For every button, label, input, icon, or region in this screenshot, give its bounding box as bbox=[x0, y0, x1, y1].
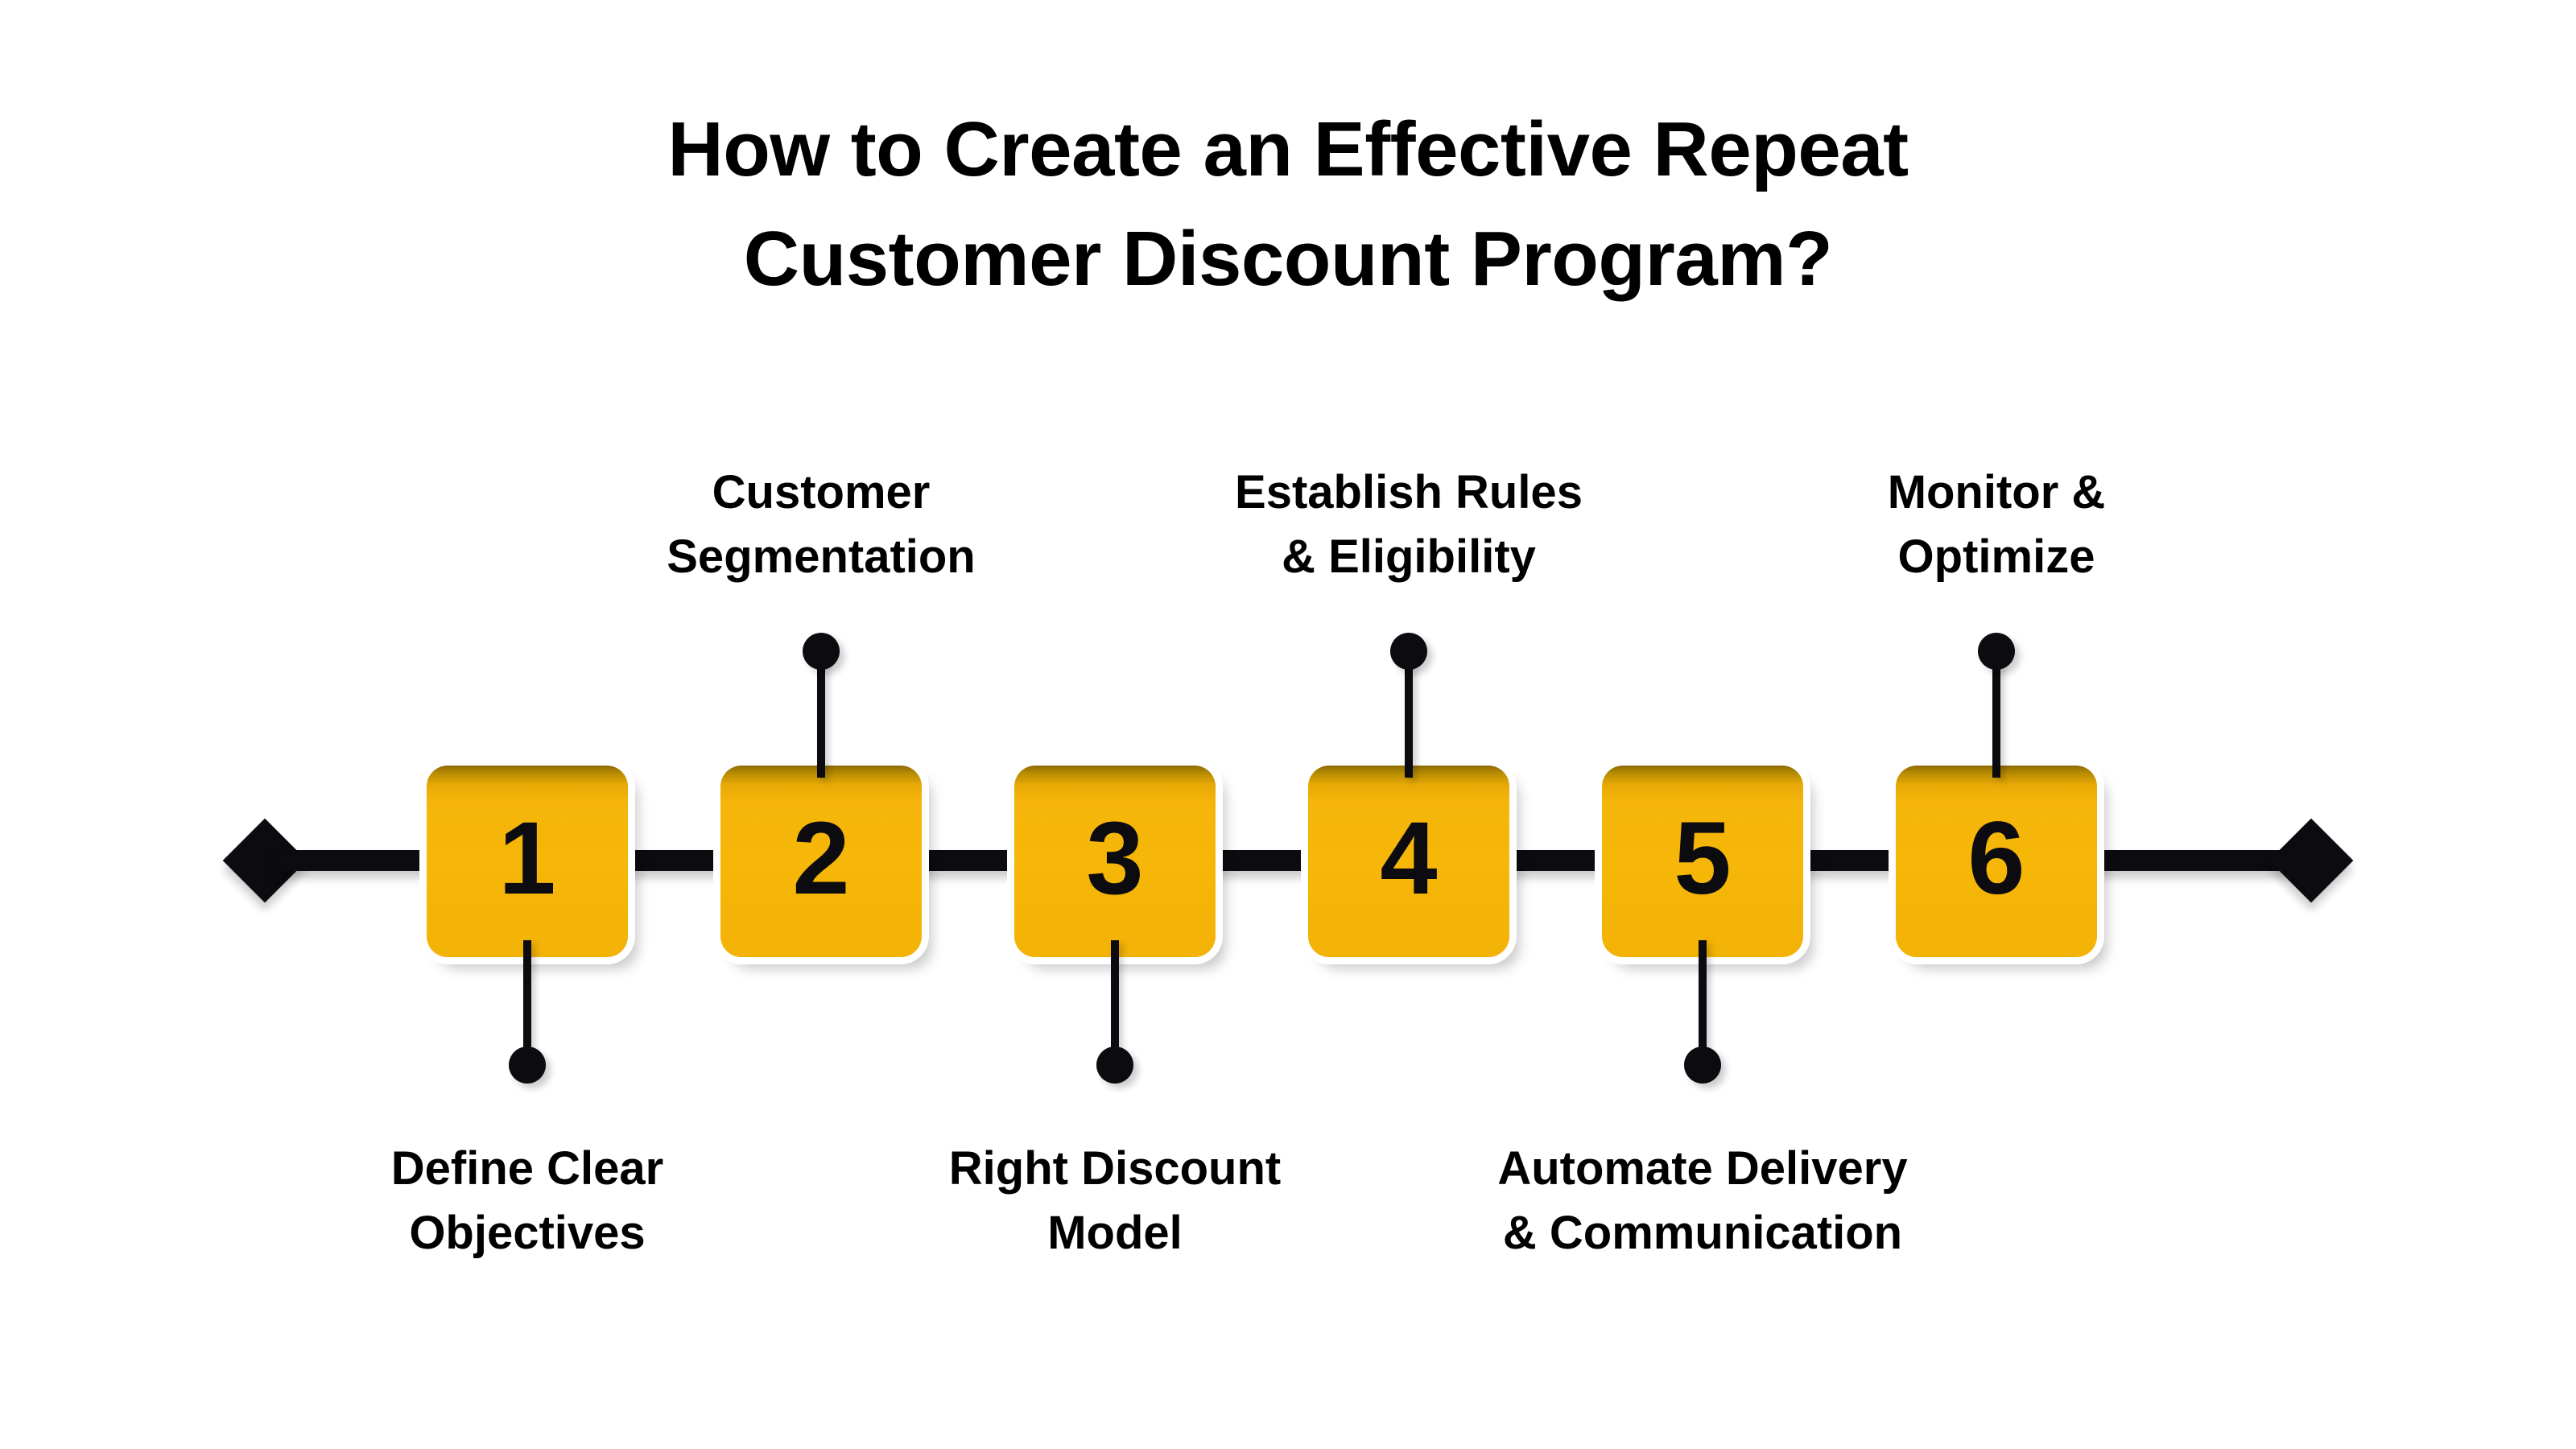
step-connector-stem-6 bbox=[1992, 658, 2000, 778]
step-connector-dot-icon-3 bbox=[1096, 1046, 1133, 1084]
step-box-5[interactable]: 5 bbox=[1602, 766, 1803, 957]
step-connector-dot-icon-5 bbox=[1684, 1046, 1721, 1084]
step-connector-dot-icon-2 bbox=[803, 633, 840, 670]
step-box-3[interactable]: 3 bbox=[1014, 766, 1216, 957]
step-caption-3: Right Discount Model bbox=[948, 1142, 1282, 1260]
step-connector-stem-3 bbox=[1111, 940, 1119, 1059]
step-caption-5: Automate Delivery & Communication bbox=[1497, 1142, 1908, 1260]
diamond-marker-right-icon bbox=[2268, 818, 2354, 903]
step-number-label: 5 bbox=[1674, 801, 1732, 916]
step-caption-2: Customer Segmentation bbox=[667, 466, 976, 584]
step-number-label: 2 bbox=[792, 801, 850, 916]
step-box-6[interactable]: 6 bbox=[1896, 766, 2097, 957]
step-number-label: 1 bbox=[498, 801, 556, 916]
step-connector-dot-icon-6 bbox=[1978, 633, 2015, 670]
step-number-label: 3 bbox=[1086, 801, 1144, 916]
step-caption-1: Define Clear Objectives bbox=[390, 1142, 664, 1260]
step-box-4[interactable]: 4 bbox=[1308, 766, 1509, 957]
step-connector-dot-icon-1 bbox=[509, 1046, 546, 1084]
step-box-1[interactable]: 1 bbox=[427, 766, 628, 957]
step-connector-stem-2 bbox=[817, 658, 825, 778]
step-connector-stem-4 bbox=[1405, 658, 1413, 778]
step-number-label: 4 bbox=[1380, 801, 1438, 916]
step-connector-dot-icon-4 bbox=[1390, 633, 1427, 670]
step-box-2[interactable]: 2 bbox=[720, 766, 922, 957]
step-caption-4: Establish Rules & Eligibility bbox=[1235, 466, 1583, 584]
step-connector-stem-5 bbox=[1699, 940, 1707, 1059]
step-caption-6: Monitor & Optimize bbox=[1887, 466, 2106, 584]
step-connector-stem-1 bbox=[523, 940, 531, 1059]
step-number-label: 6 bbox=[1967, 801, 2025, 916]
page-title: How to Create an Effective Repeat Custom… bbox=[667, 106, 1909, 303]
